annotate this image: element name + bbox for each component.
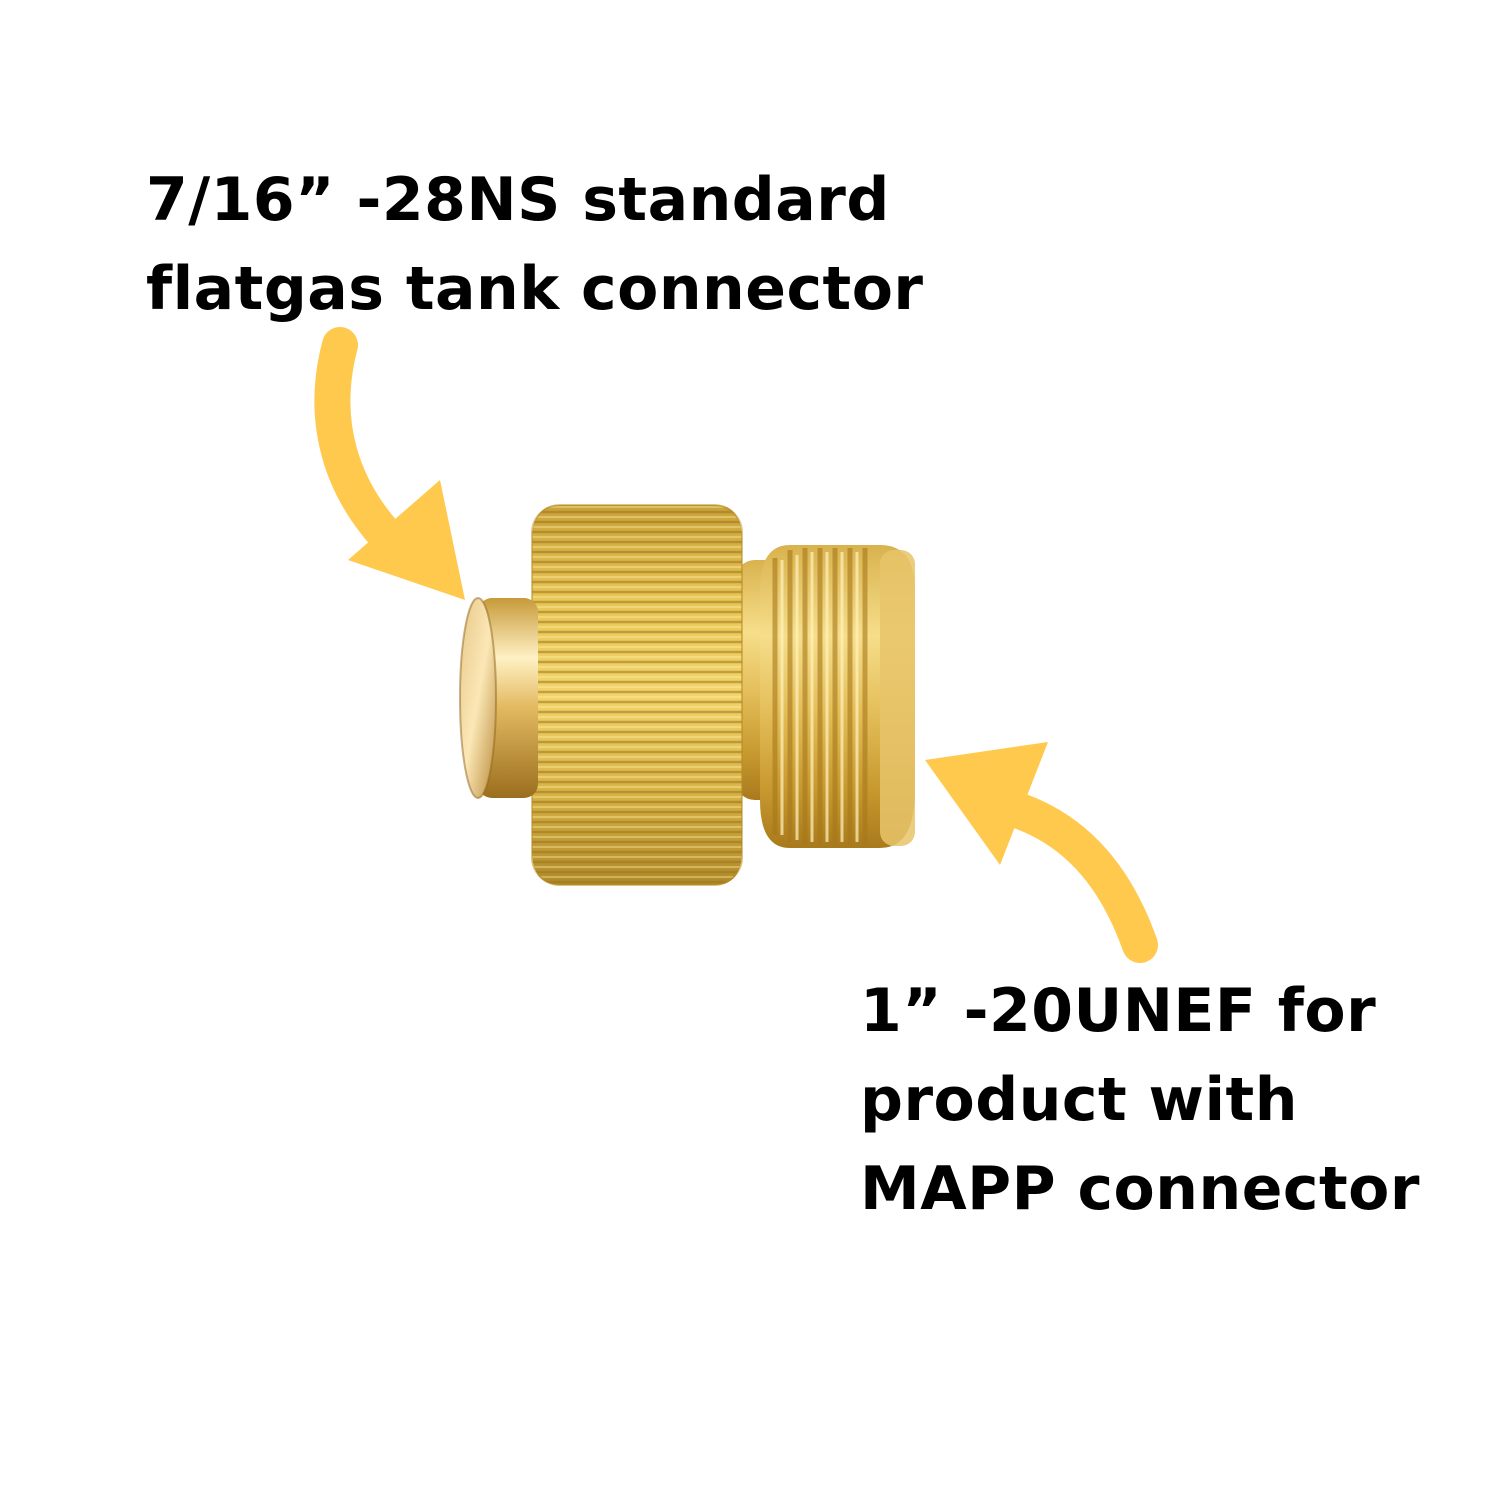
curved-arrow-icon: [314, 327, 465, 600]
annotation-bottom-line-3: MAPP connector: [860, 1154, 1420, 1224]
annotation-top-line-1: 7/16” -28NS standard: [146, 165, 890, 235]
annotation-bottom-line-2: product with: [860, 1065, 1298, 1135]
curved-arrow-icon: [925, 742, 1158, 963]
annotation-bottom-line-1: 1” -20UNEF for: [860, 976, 1377, 1046]
annotation-bottom: 1” -20UNEF for product with MAPP connect…: [860, 967, 1420, 1234]
brass-adapter-illustration: [459, 504, 915, 886]
annotation-top-line-2: flatgas tank connector: [146, 254, 924, 324]
annotation-top: 7/16” -28NS standard flatgas tank connec…: [146, 156, 924, 334]
